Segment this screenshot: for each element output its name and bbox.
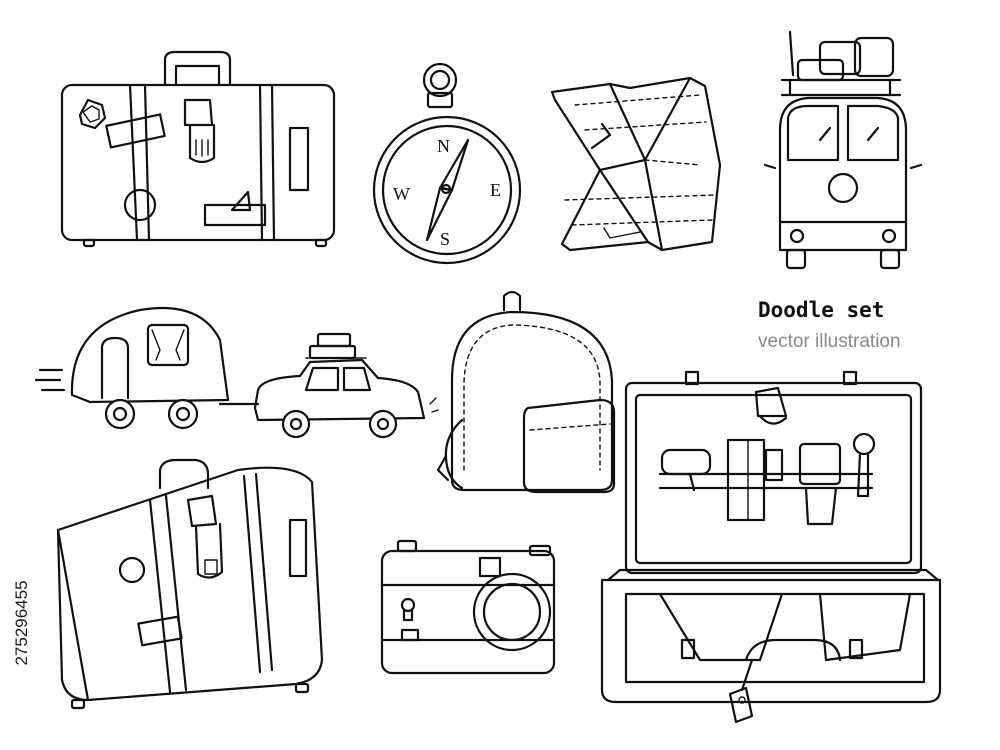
van-with-luggage-icon	[763, 30, 923, 270]
vintage-suitcase-icon	[60, 50, 336, 248]
compass-letter-e: E	[490, 180, 501, 200]
compass-icon	[372, 62, 522, 265]
stock-id-text: 275296455	[12, 580, 31, 666]
leather-suitcase-icon	[56, 458, 324, 710]
folded-map-icon	[550, 76, 722, 252]
camera-icon	[380, 539, 556, 675]
backpack-icon	[436, 290, 616, 494]
caption-title: Doodle set	[758, 298, 885, 322]
stock-id-label: 275296455	[2, 513, 42, 733]
open-suitcase-icon	[600, 370, 942, 724]
compass-letter-s: S	[440, 229, 450, 249]
compass-letter-n: N	[437, 136, 450, 156]
compass-letter-w: W	[393, 184, 410, 204]
caption-subtitle: vector illustration	[758, 331, 901, 352]
car-with-caravan-icon	[34, 306, 439, 439]
